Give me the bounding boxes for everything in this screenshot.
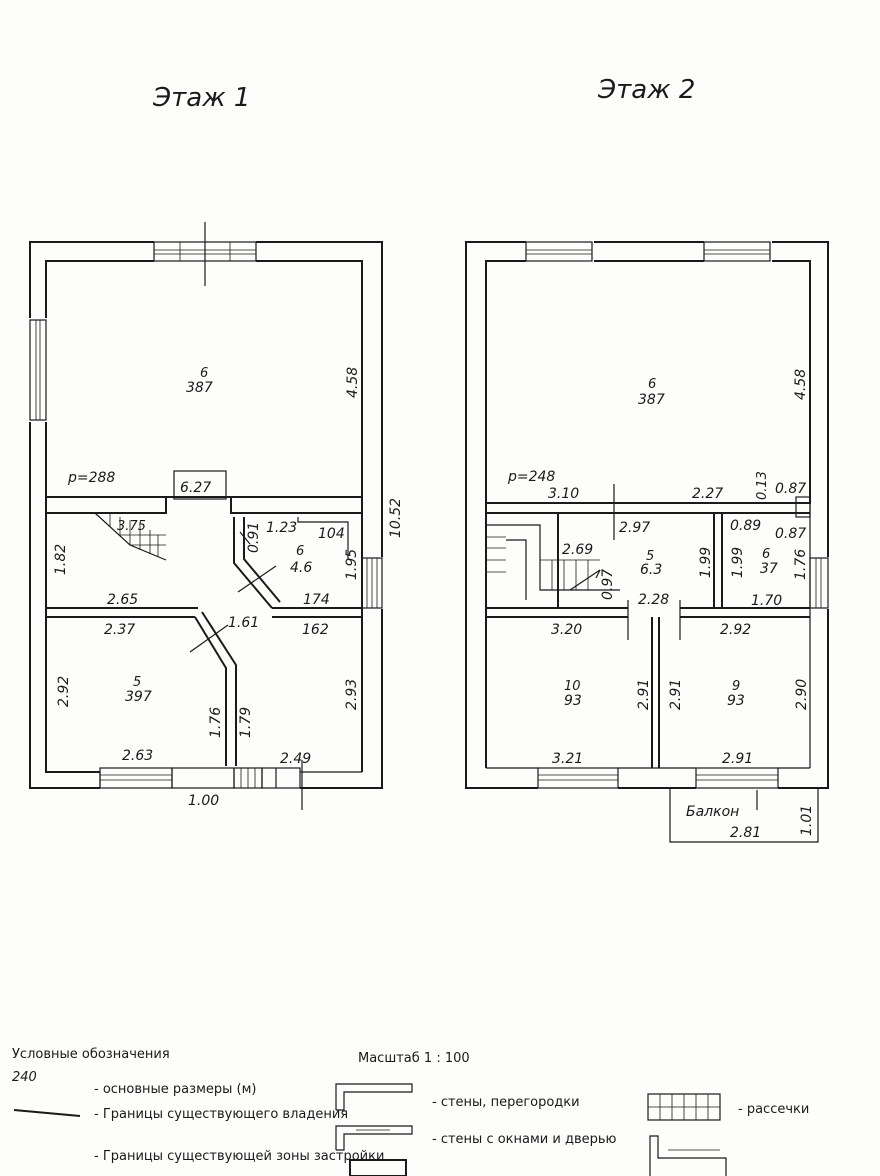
legend-item-zone: - Границы существующей зоны застройки [94, 1149, 384, 1164]
floor1-stairs [94, 512, 167, 561]
legend-item-dimensions: - основные размеры (м) [94, 1082, 256, 1097]
floor2-dim-wc-h: 1.76 [793, 549, 809, 580]
floor2-mid-area: 6.3 [640, 562, 662, 578]
floor2-balcony [669, 788, 819, 843]
floor1-dim-bath-bottom: 174 [303, 592, 330, 608]
legend-item-boundary: - Границы существующего владения [94, 1107, 348, 1122]
floor1-dim-bath2-bottom: 2.49 [280, 751, 311, 767]
floor1-dim-bath-left: 0.91 [246, 522, 262, 553]
floor1-dim-corr-w: 1.61 [228, 615, 259, 631]
floor2-dim-stair-h: 0.97 [600, 569, 616, 600]
floor2-dim-bed-l-w: 3.20 [551, 622, 582, 638]
floor2-dim-wc-r: 0.87 [775, 526, 806, 542]
floor1-bath-num: 6 [296, 544, 304, 559]
floor2-outer-wall [465, 241, 829, 789]
floor2-dim-bed-r-bottom: 2.91 [722, 751, 753, 767]
legend-line-sample [13, 1109, 81, 1117]
floor2-stairs [486, 524, 620, 600]
floor2-bed-left-num: 10 [564, 679, 581, 694]
legend-scale: Масштаб 1 : 100 [358, 1051, 470, 1066]
floor1-bedroom-area: 397 [125, 689, 152, 705]
floor1-bedroom-num: 5 [133, 675, 141, 690]
floor2-dim-top-small: 0.13 [755, 471, 770, 500]
floor2-dim-mid-bottom: 2.28 [638, 592, 669, 608]
floor2-title: Этаж 2 [597, 75, 695, 105]
floor2-hall-num: 6 [648, 377, 656, 392]
floor2-wc-area: 37 [760, 561, 778, 577]
floor1-inner-left-wall [45, 497, 100, 773]
floor1-plan: 6.27 6 387 3.75 6 4.6 5 397 4.58 10.52 р… [26, 222, 404, 810]
floor2-dim-balcony-w: 2.81 [730, 825, 761, 841]
floor2-dim-p: р=248 [507, 469, 555, 485]
floor1-dim-stair-w: 2.65 [107, 592, 138, 608]
floor2-dim-balcony-h: 1.01 [799, 805, 815, 836]
floor1-dim-bed-bottom: 2.63 [122, 748, 153, 764]
legend-code: 240 [12, 1070, 37, 1085]
floor2-bed-right-num: 9 [732, 679, 740, 694]
floor2-dim-stair-l: 2.69 [562, 542, 593, 558]
floor2-dim-bed-l-bottom: 3.21 [552, 751, 583, 767]
floor1-dim-bath-right: 1.95 [344, 549, 360, 580]
floor1-dim-bath-w: 104 [318, 526, 345, 542]
legend-wall-window-sample [335, 1125, 413, 1151]
floor2-bottom-window-left [537, 767, 619, 789]
floor1-living-area: 387 [186, 380, 213, 396]
floor2-mid-num: 5 [646, 549, 654, 564]
legend: Условные обозначения 240 - основные разм… [12, 1047, 809, 1176]
floor2-balcony-label: Балкон [686, 804, 739, 820]
floor1-hall-area: 6.27 [180, 480, 211, 496]
floor2-plan: 6 387 5 6.3 6 37 10 93 9 93 4.58 р=248 3… [465, 238, 832, 843]
floor1-living-num: 6 [200, 366, 208, 381]
floor1-dim-total-h: 10.52 [388, 498, 404, 538]
floor2-dim-hall-h: 4.58 [793, 369, 809, 400]
legend-item-walls-openings: - стены с окнами и дверью [432, 1132, 617, 1147]
floor2-dim-bed-r-h2: 2.90 [794, 679, 810, 710]
floor2-dim-bed-r-h1: 2.91 [668, 679, 684, 710]
floor1-dim-bed2-h: 2.93 [344, 679, 360, 710]
floor2-dim-mid-h2: 1.99 [730, 547, 746, 578]
floor2-dim-wc-w: 0.89 [730, 518, 761, 534]
floor1-dim-bed-w: 2.37 [104, 622, 135, 638]
floor1-dim-bed-h: 2.92 [56, 676, 72, 707]
floor2-bottom-window-right [695, 767, 779, 789]
floor2-dim-mid-w: 2.97 [619, 520, 650, 536]
floor2-hall-area: 387 [638, 392, 665, 408]
floor2-top-window-right [703, 241, 771, 262]
floor2-dim-top-left: 3.10 [548, 486, 579, 502]
floor2-wc-num: 6 [762, 547, 770, 562]
floor2-dim-mid-h1: 1.99 [698, 547, 714, 578]
floor1-bathroom [233, 517, 273, 609]
floor1-dim-p: р=288 [67, 470, 115, 486]
floor2-dim-wc-bottom: 1.70 [751, 593, 782, 609]
legend-wall-sample [335, 1083, 413, 1111]
floor1-dim-left-hall: 1.82 [53, 544, 69, 575]
floor1-outer-wall [29, 241, 383, 789]
floor2-top-window-left [525, 241, 593, 262]
floor2-dim-top-mid: 2.27 [692, 486, 723, 502]
floor2-hall [485, 260, 811, 504]
floor1-bath-area: 4.6 [290, 560, 312, 576]
floor2-dim-bed-l-h: 2.91 [636, 679, 652, 710]
floor1-left-window [29, 319, 47, 421]
floor2-bed-right-area: 93 [727, 693, 745, 709]
floor1-dim-door-w: 1.00 [188, 793, 219, 809]
floor1-stairs-label: 3.75 [117, 519, 146, 534]
floor2-bed-left-area: 93 [564, 693, 582, 709]
floor2-dim-top-right: 0.87 [775, 481, 806, 497]
floor1-dim-bed-inner1: 1.76 [208, 707, 224, 738]
floor1-dim-living-h: 4.58 [345, 367, 361, 398]
floor1-dim-bed2-w: 162 [302, 622, 329, 638]
legend-item-walls: - стены, перегородки [432, 1095, 580, 1110]
floor1-title: Этаж 1 [152, 83, 250, 113]
legend-item-stairs: - рассечки [738, 1102, 809, 1117]
floor2-dim-bed-r-w: 2.92 [720, 622, 751, 638]
floor1-hall-area-box [173, 470, 227, 500]
floor1-dim-bed-inner2: 1.79 [238, 707, 254, 738]
floor1-dim-bath-top: 1.23 [266, 520, 297, 536]
legend-heading: Условные обозначения [12, 1047, 170, 1062]
